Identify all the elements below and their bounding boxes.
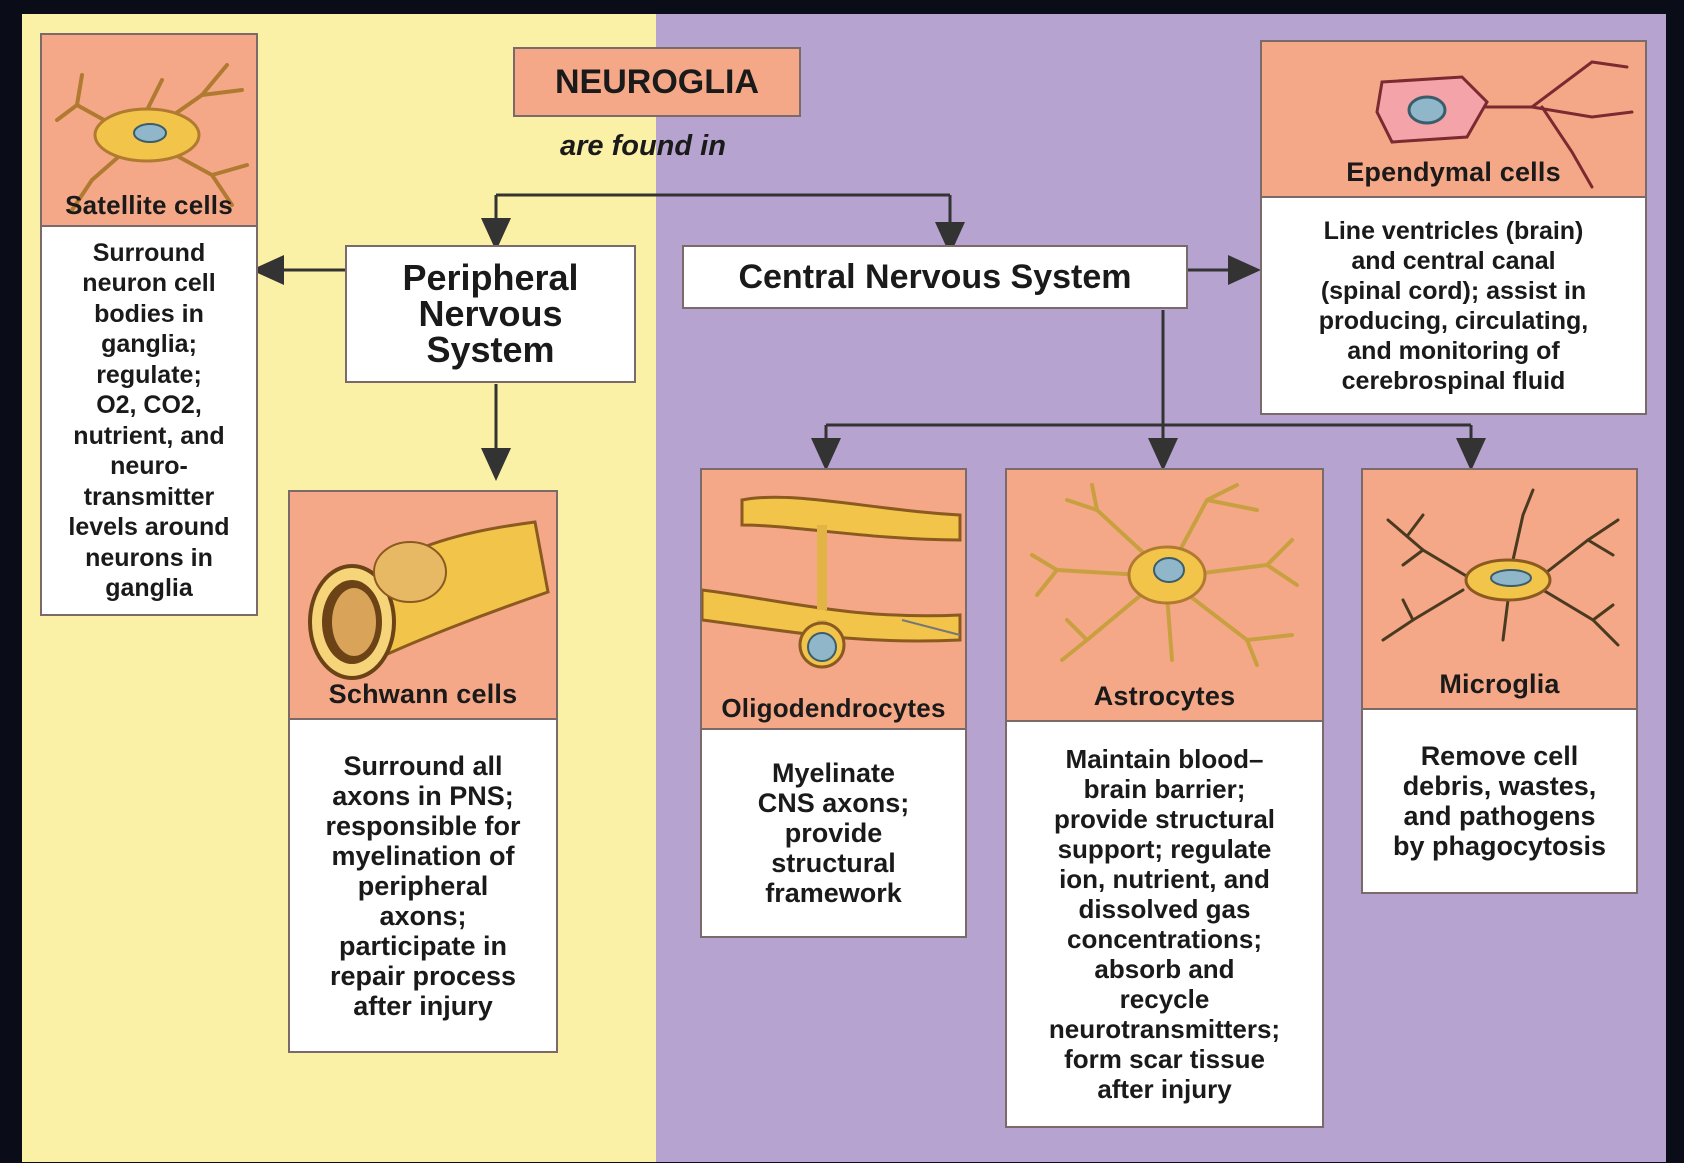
- satellite-cells-description: Surround neuron cell bodies in ganglia; …: [40, 225, 258, 616]
- astrocyte-illustration: [1007, 470, 1322, 670]
- astrocytes-header: Astrocytes: [1005, 468, 1324, 722]
- microglia-label: Microglia: [1363, 669, 1636, 700]
- pns-box: Peripheral Nervous System: [345, 245, 636, 383]
- oligodendrocytes-description: Myelinate CNS axons; provide structural …: [700, 728, 967, 938]
- microglia-description: Remove cell debris, wastes, and pathogen…: [1361, 708, 1638, 894]
- satellite-cells-label: Satellite cells: [42, 190, 256, 221]
- astrocytes-description: Maintain blood– brain barrier; provide s…: [1005, 720, 1324, 1128]
- ependymal-cells-label: Ependymal cells: [1262, 157, 1645, 188]
- microglia-illustration: [1363, 470, 1636, 660]
- schwann-cells-label: Schwann cells: [290, 679, 556, 710]
- satellite-cells-header: Satellite cells: [40, 33, 258, 227]
- cns-box: Central Nervous System: [682, 245, 1188, 309]
- oligodendrocytes-label: Oligodendrocytes: [702, 693, 965, 724]
- are-found-in-label: are found in: [560, 130, 726, 163]
- schwann-cells-description: Surround all axons in PNS; responsible f…: [288, 718, 558, 1053]
- oligodendrocyte-illustration: [702, 470, 965, 680]
- microglia-header: Microglia: [1361, 468, 1638, 710]
- neuroglia-title: NEUROGLIA: [513, 47, 801, 117]
- ependymal-cells-description: Line ventricles (brain) and central cana…: [1260, 196, 1647, 415]
- oligodendrocytes-header: Oligodendrocytes: [700, 468, 967, 730]
- schwann-cell-illustration: [290, 492, 556, 682]
- ependymal-cells-header: Ependymal cells: [1260, 40, 1647, 198]
- astrocytes-label: Astrocytes: [1007, 681, 1322, 712]
- schwann-cells-header: Schwann cells: [288, 490, 558, 720]
